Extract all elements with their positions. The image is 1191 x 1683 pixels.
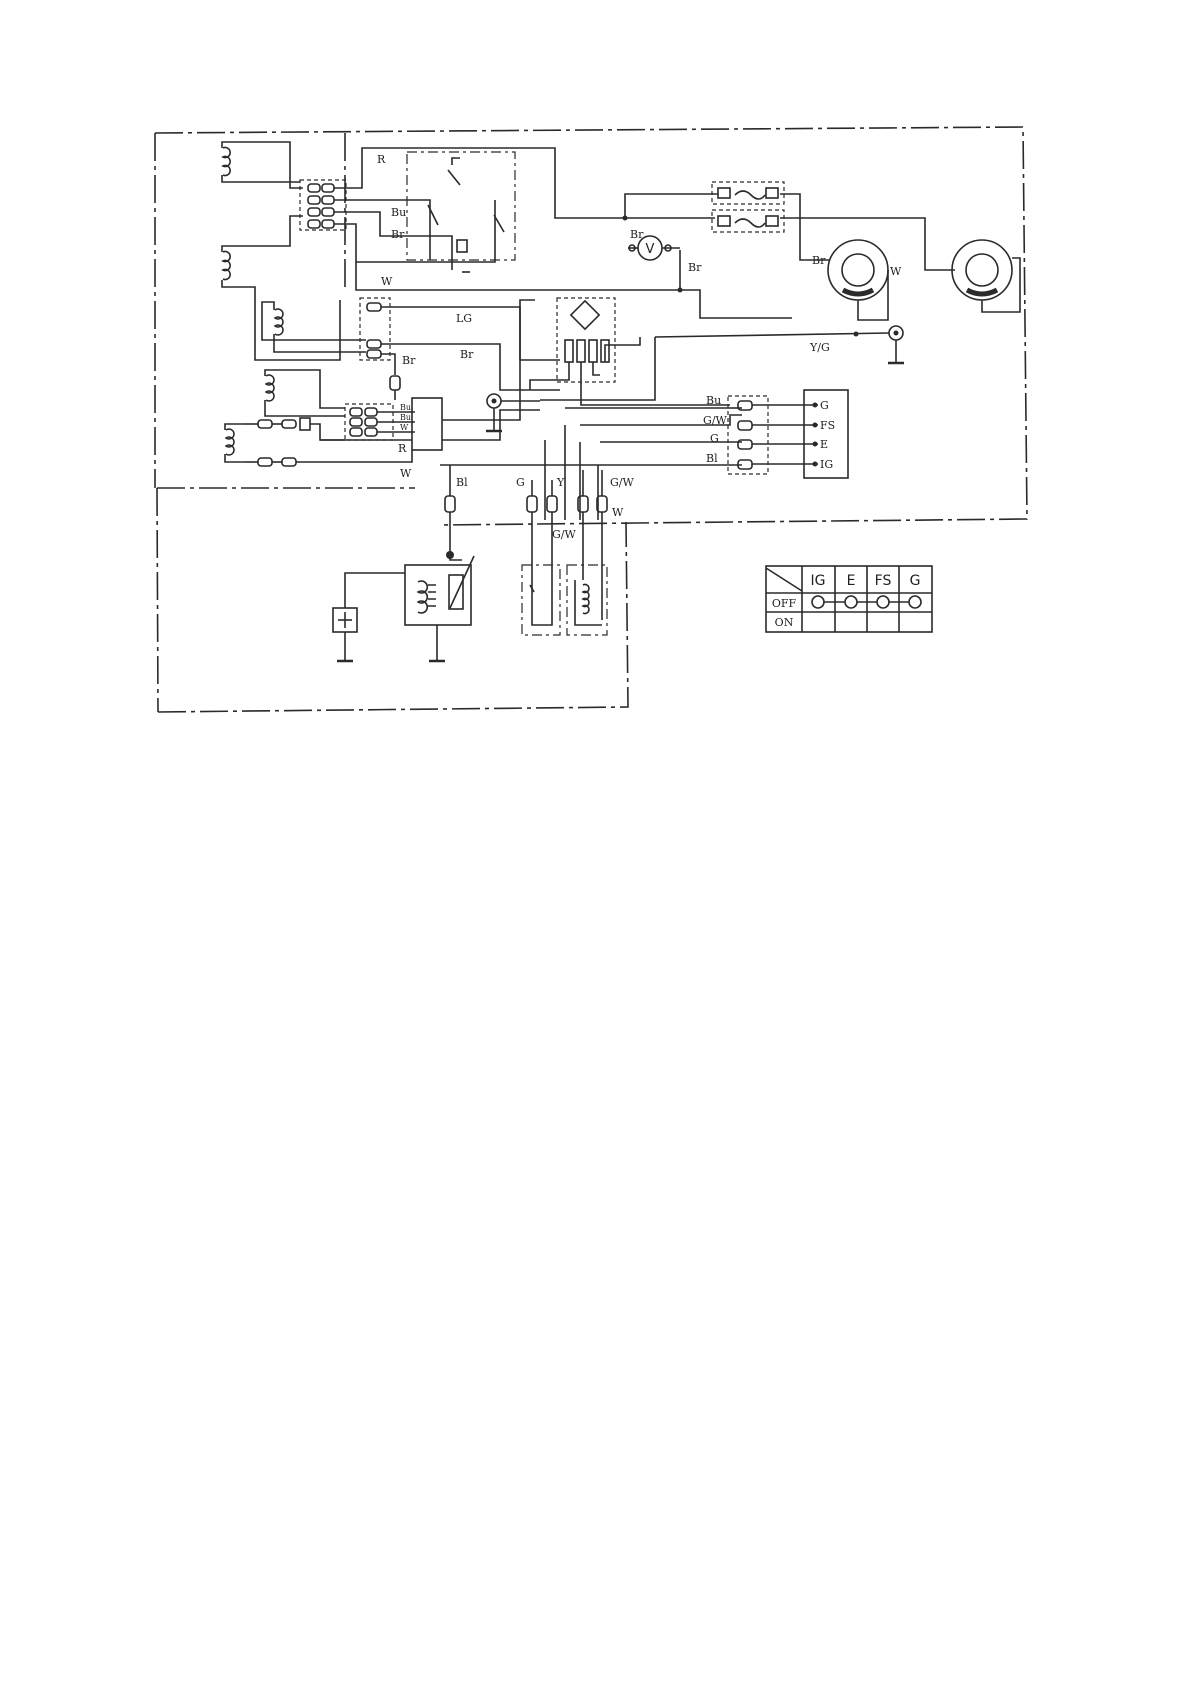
label-br-outlet: Br xyxy=(812,254,826,267)
label-bu-small: Bu xyxy=(400,403,411,412)
label-w-bottom: W xyxy=(400,467,412,480)
ground-right xyxy=(540,325,904,401)
label-bu-left: Bu xyxy=(391,206,406,219)
label-gw-lower: G/W xyxy=(610,476,634,489)
label-gw-lower2: G/W xyxy=(552,528,576,541)
table-col-g: G xyxy=(910,573,921,589)
wire-labels: R Bu Br W Br Br Br W LG Br Br Y/G Bu Bu … xyxy=(377,153,902,541)
label-br-mid: Br xyxy=(460,348,474,361)
rectifier xyxy=(529,297,730,406)
label-bu-small2: Bu xyxy=(400,413,411,422)
label-yg: Y/G xyxy=(809,341,830,354)
label-g-lower: G xyxy=(516,476,525,489)
table-col-e: E xyxy=(847,573,856,589)
terminal-fs: FS xyxy=(820,419,835,432)
label-r-top: R xyxy=(377,153,386,166)
lower-connectors xyxy=(444,465,608,620)
label-br-vertical: Br xyxy=(688,261,702,274)
solenoid xyxy=(566,564,608,636)
label-y-lower: Y xyxy=(556,476,565,489)
connector-block-lower xyxy=(344,397,443,451)
coil-upper xyxy=(221,141,303,189)
label-w-mid: W xyxy=(381,275,393,288)
table-off-g-dot xyxy=(908,595,922,609)
label-g-switch: G xyxy=(710,432,719,445)
voltmeter-symbol: V xyxy=(646,242,655,257)
label-br-voltmeter: Br xyxy=(630,228,644,241)
label-w-outlet: W xyxy=(890,265,902,278)
label-w-small: W xyxy=(400,423,409,432)
table-row-on: ON xyxy=(775,616,794,629)
outlet-left xyxy=(827,239,889,321)
table-col-fs: FS xyxy=(875,573,892,589)
ignition-coil xyxy=(344,545,475,663)
top-wiring xyxy=(334,147,955,319)
terminal-e: E xyxy=(820,438,828,451)
switch-connector xyxy=(727,395,818,475)
coil-fourth xyxy=(264,369,345,417)
label-lg: LG xyxy=(456,312,472,325)
switch-table: IG E FS G OFF ON xyxy=(765,565,933,633)
label-r-bottom: R xyxy=(398,442,407,455)
label-bl-switch: Bl xyxy=(706,452,718,465)
terminal-g: G xyxy=(820,399,829,412)
label-bu-switch: Bu xyxy=(706,394,721,407)
outlet-right xyxy=(951,239,1021,313)
spark-plug xyxy=(332,607,358,663)
frame-boundaries xyxy=(154,126,1028,713)
breaker-box xyxy=(406,151,516,273)
table-off-ig-dot xyxy=(811,595,825,609)
coil-fifth xyxy=(224,423,245,463)
coil-third xyxy=(261,301,366,353)
voltmeter: V xyxy=(628,235,680,261)
terminal-ig: IG xyxy=(820,458,833,471)
switch-wiring xyxy=(440,407,742,520)
label-br-left: Br xyxy=(391,228,405,241)
label-w-lower: W xyxy=(612,506,624,519)
label-br-small: Br xyxy=(402,354,416,367)
label-bl-coil: Bl xyxy=(456,476,468,489)
table-row-off: OFF xyxy=(772,597,797,610)
table-off-e-dot xyxy=(844,595,858,609)
ground-middle xyxy=(486,393,540,433)
coil-second xyxy=(221,215,341,361)
engine-switch: G FS E IG xyxy=(803,389,849,479)
oil-sensor xyxy=(521,564,561,636)
breaker-right xyxy=(711,181,785,233)
table-col-ig: IG xyxy=(811,573,826,589)
plug-connectors xyxy=(245,299,540,467)
table-off-fs-dot xyxy=(876,595,890,609)
label-gw-switch: G/W xyxy=(703,414,727,427)
